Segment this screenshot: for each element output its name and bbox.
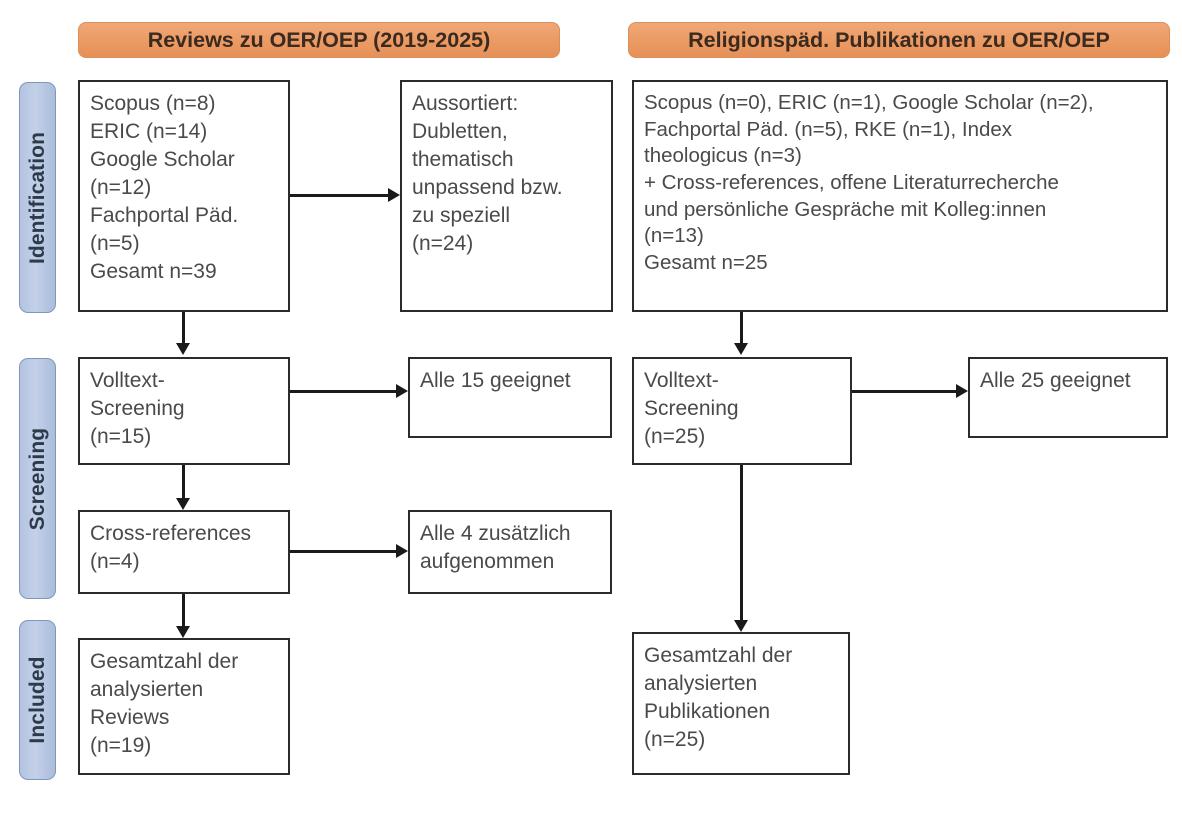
column-header-reviews: Reviews zu OER/OEP (2019-2025) [78, 22, 560, 58]
box-left-crossreferences-text: Cross-references (n=4) [90, 522, 252, 573]
connector-left-crossrefs-to-included [182, 594, 185, 626]
arrowhead-left-fulltext-to-eligible [396, 384, 408, 398]
box-right-fulltext-screening-text: Volltext- Screening (n=25) [644, 369, 739, 448]
connector-left-fulltext-to-eligible [290, 390, 396, 393]
connector-right-fulltext-to-included [740, 465, 743, 620]
box-left-crossrefs-added-text: Alle 4 zusätzlich aufgenommen [420, 522, 571, 573]
arrowhead-left-crossrefs-to-included [176, 626, 190, 638]
arrowhead-right-fulltext-to-eligible [956, 384, 968, 398]
box-right-eligible: Alle 25 geeignet [968, 357, 1168, 438]
column-header-reviews-label: Reviews zu OER/OEP (2019-2025) [147, 27, 491, 52]
box-left-crossreferences: Cross-references (n=4) [78, 510, 290, 594]
arrowhead-left-fulltext-to-crossrefs [176, 498, 190, 510]
column-header-publications: Religionspäd. Publikationen zu OER/OEP [628, 22, 1170, 58]
connector-left-sources-to-excluded [290, 194, 388, 197]
box-left-sources: Scopus (n=8) ERIC (n=14) Google Scholar … [78, 80, 290, 312]
box-right-included-text: Gesamtzahl der analysierten Publikatione… [644, 644, 793, 751]
box-left-included-text: Gesamtzahl der analysierten Reviews (n=1… [90, 650, 239, 757]
box-left-excluded: Aussortiert: Dubletten, thematisch unpas… [400, 80, 613, 312]
box-left-eligible: Alle 15 geeignet [408, 357, 612, 438]
arrowhead-left-sources-to-excluded [388, 188, 400, 202]
phase-label-identification: Identification [25, 131, 49, 264]
box-right-included: Gesamtzahl der analysierten Publikatione… [632, 632, 850, 775]
box-left-eligible-text: Alle 15 geeignet [420, 369, 571, 392]
phase-tab-screening: Screening [19, 358, 56, 599]
box-left-included: Gesamtzahl der analysierten Reviews (n=1… [78, 638, 290, 775]
arrowhead-right-fulltext-to-included [734, 620, 748, 632]
connector-right-sources-to-fulltext [740, 312, 743, 343]
box-left-crossrefs-added: Alle 4 zusätzlich aufgenommen [408, 510, 612, 594]
arrowhead-left-sources-to-fulltext [176, 343, 190, 355]
connector-right-fulltext-to-eligible [852, 390, 956, 393]
box-right-sources-text: Scopus (n=0), ERIC (n=1), Google Scholar… [644, 91, 1094, 274]
box-right-sources: Scopus (n=0), ERIC (n=1), Google Scholar… [632, 80, 1168, 312]
phase-tab-included: Included [19, 620, 56, 780]
box-left-fulltext-screening: Volltext- Screening (n=15) [78, 357, 290, 465]
box-left-fulltext-screening-text: Volltext- Screening (n=15) [90, 369, 185, 448]
arrowhead-left-crossrefs-to-added [396, 544, 408, 558]
connector-left-crossrefs-to-added [290, 550, 396, 553]
connector-left-sources-to-fulltext [182, 312, 185, 343]
column-header-publications-label: Religionspäd. Publikationen zu OER/OEP [688, 27, 1110, 52]
box-left-sources-text: Scopus (n=8) ERIC (n=14) Google Scholar … [90, 92, 239, 283]
box-right-eligible-text: Alle 25 geeignet [980, 369, 1131, 392]
phase-label-included: Included [25, 656, 49, 744]
phase-label-screening: Screening [25, 427, 49, 530]
box-left-excluded-text: Aussortiert: Dubletten, thematisch unpas… [412, 92, 563, 255]
arrowhead-right-sources-to-fulltext [734, 343, 748, 355]
connector-left-fulltext-to-crossrefs [182, 465, 185, 498]
box-right-fulltext-screening: Volltext- Screening (n=25) [632, 357, 852, 465]
phase-tab-identification: Identification [19, 82, 56, 313]
